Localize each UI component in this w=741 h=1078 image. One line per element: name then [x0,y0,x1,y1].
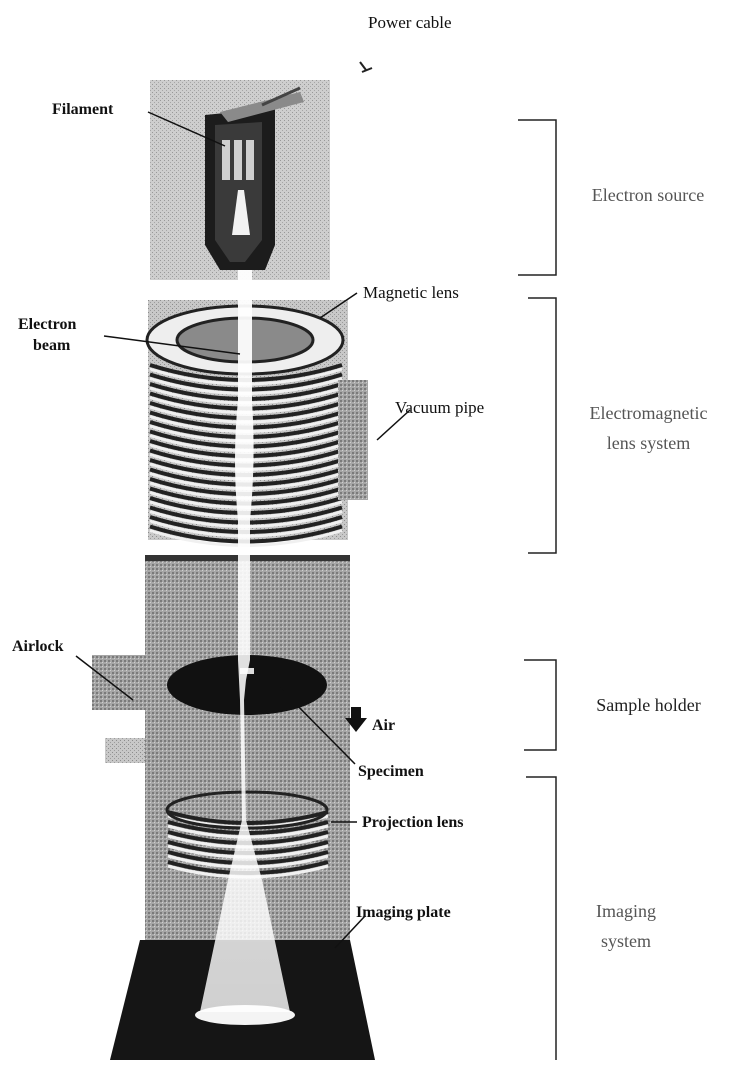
magnetic-lens-group [147,300,368,546]
section-lens-system-line2: lens system [566,430,731,456]
air-label: Air [372,716,395,735]
power-cable-label: Power cable [368,13,452,32]
section-lens-system-line1: Electromagnetic [566,400,731,426]
imaging-plate-label: Imaging plate [356,903,451,922]
bracket-sample-holder [524,660,556,750]
section-sample-holder: Sample holder [566,692,731,718]
electron-source-group [150,62,372,280]
bracket-electron-source [518,120,556,275]
specimen-label: Specimen [358,762,424,781]
bracket-imaging-system [526,777,556,1060]
electron-beam-label-line2: beam [33,336,70,355]
airlock-shape [92,655,147,710]
projection-lens-label: Projection lens [362,813,463,832]
magnetic-lens-label: Magnetic lens [363,283,459,302]
section-imaging-system-line2: system [566,928,686,954]
section-brackets [518,120,556,1060]
vacuum-pipe-label: Vacuum pipe [395,398,484,417]
section-imaging-system-line1: Imaging [566,898,686,924]
electron-beam-label-line1: Electron [18,315,76,334]
section-electron-source: Electron source [568,182,728,208]
bracket-lens-system [528,298,556,553]
vacuum-pipe-shape [338,380,368,500]
airlock-label: Airlock [12,637,64,656]
filament-label: Filament [52,100,113,119]
